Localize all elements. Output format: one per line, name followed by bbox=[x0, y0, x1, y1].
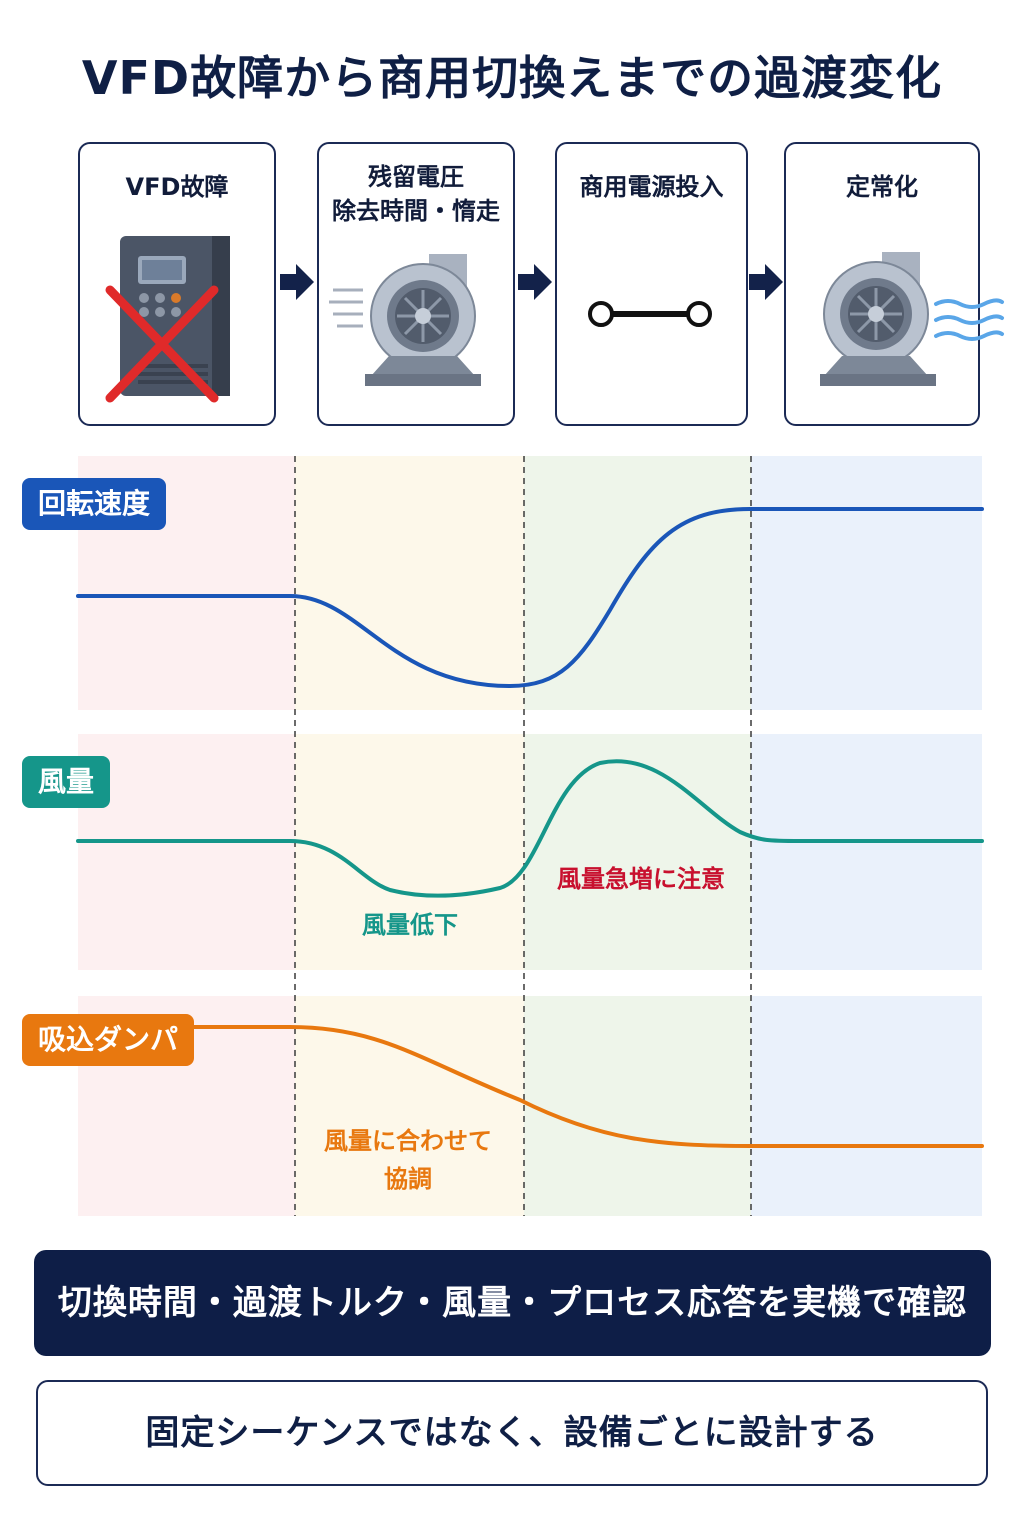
annotation-damper-coordination: 風量に合わせて 協調 bbox=[324, 1127, 492, 1193]
phase-band bbox=[78, 734, 295, 970]
stage-commercial-power: 商用電源投入 bbox=[555, 142, 748, 426]
stage-label: 定常化 bbox=[846, 173, 918, 201]
design-note: 固定シーケンスではなく、設備ごとに設計する bbox=[36, 1380, 988, 1486]
damper-label: 吸込ダンパ bbox=[22, 1014, 195, 1066]
stage-residual-voltage: 残留電圧 除去時間・惰走 bbox=[317, 142, 515, 426]
arrow-right-icon bbox=[518, 264, 552, 300]
annotation-flow-surge: 風量急増に注意 bbox=[557, 865, 725, 893]
stage-label: VFD故障 bbox=[125, 173, 229, 201]
phase-band bbox=[524, 996, 751, 1216]
damper-curve bbox=[76, 1025, 984, 1148]
stage-vfd-failure: VFD故障 bbox=[78, 142, 276, 426]
vfd-failed-icon bbox=[105, 236, 230, 403]
stage-label: 残留電圧 除去時間・惰走 bbox=[332, 163, 500, 225]
airflow-label: 風量 bbox=[22, 756, 111, 808]
annotation-flow-drop: 風量低下 bbox=[362, 911, 458, 939]
stage-steady-state: 定常化 bbox=[784, 142, 1004, 426]
speed-label: 回転速度 bbox=[22, 478, 167, 530]
arrow-right-icon bbox=[280, 264, 314, 300]
phase-band bbox=[751, 456, 982, 710]
phase-band bbox=[524, 734, 751, 970]
verification-banner: 切換時間・過渡トルク・風量・プロセス応答を実機で確認 bbox=[34, 1250, 991, 1356]
arrow-right-icon bbox=[749, 264, 783, 300]
stage-label: 商用電源投入 bbox=[579, 173, 724, 201]
speed-curve bbox=[76, 507, 984, 688]
phase-band bbox=[751, 996, 982, 1216]
fan-running-icon bbox=[820, 252, 1004, 386]
phase-band bbox=[524, 456, 751, 710]
fan-coasting-icon bbox=[329, 254, 481, 386]
phase-band bbox=[295, 456, 524, 710]
switch-closed-icon bbox=[588, 301, 712, 327]
phase-band bbox=[751, 734, 982, 970]
airflow-curve bbox=[76, 759, 984, 898]
transient-charts bbox=[76, 456, 984, 1216]
page-title: VFD故障から商用切換えまでの過渡変化 bbox=[81, 51, 943, 105]
phase-band bbox=[295, 996, 524, 1216]
